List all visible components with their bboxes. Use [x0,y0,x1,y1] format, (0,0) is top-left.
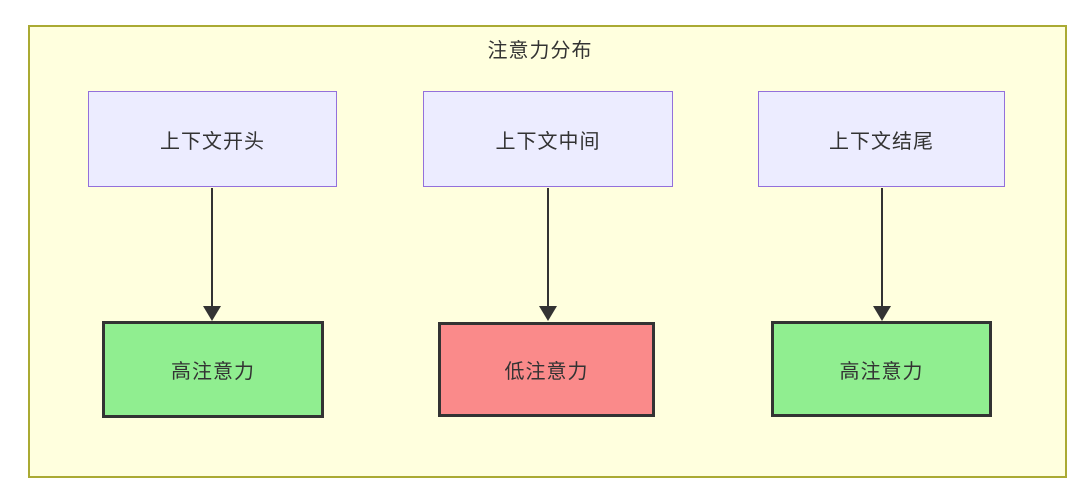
edge-end-to-high-line [881,188,883,307]
arrowhead-icon [873,306,891,321]
node-context-end: 上下文结尾 [758,91,1005,187]
node-context-middle: 上下文中间 [423,91,673,187]
node-low-attention: 低注意力 [438,322,655,417]
edge-start-to-high-line [211,188,213,307]
node-high-attention-left: 高注意力 [102,321,324,418]
node-high-attention-right: 高注意力 [771,321,992,417]
edge-middle-to-low-line [547,188,549,307]
arrowhead-icon [539,306,557,321]
arrowhead-icon [203,306,221,321]
diagram-title: 注意力分布 [487,40,593,62]
node-context-start: 上下文开头 [88,91,337,187]
